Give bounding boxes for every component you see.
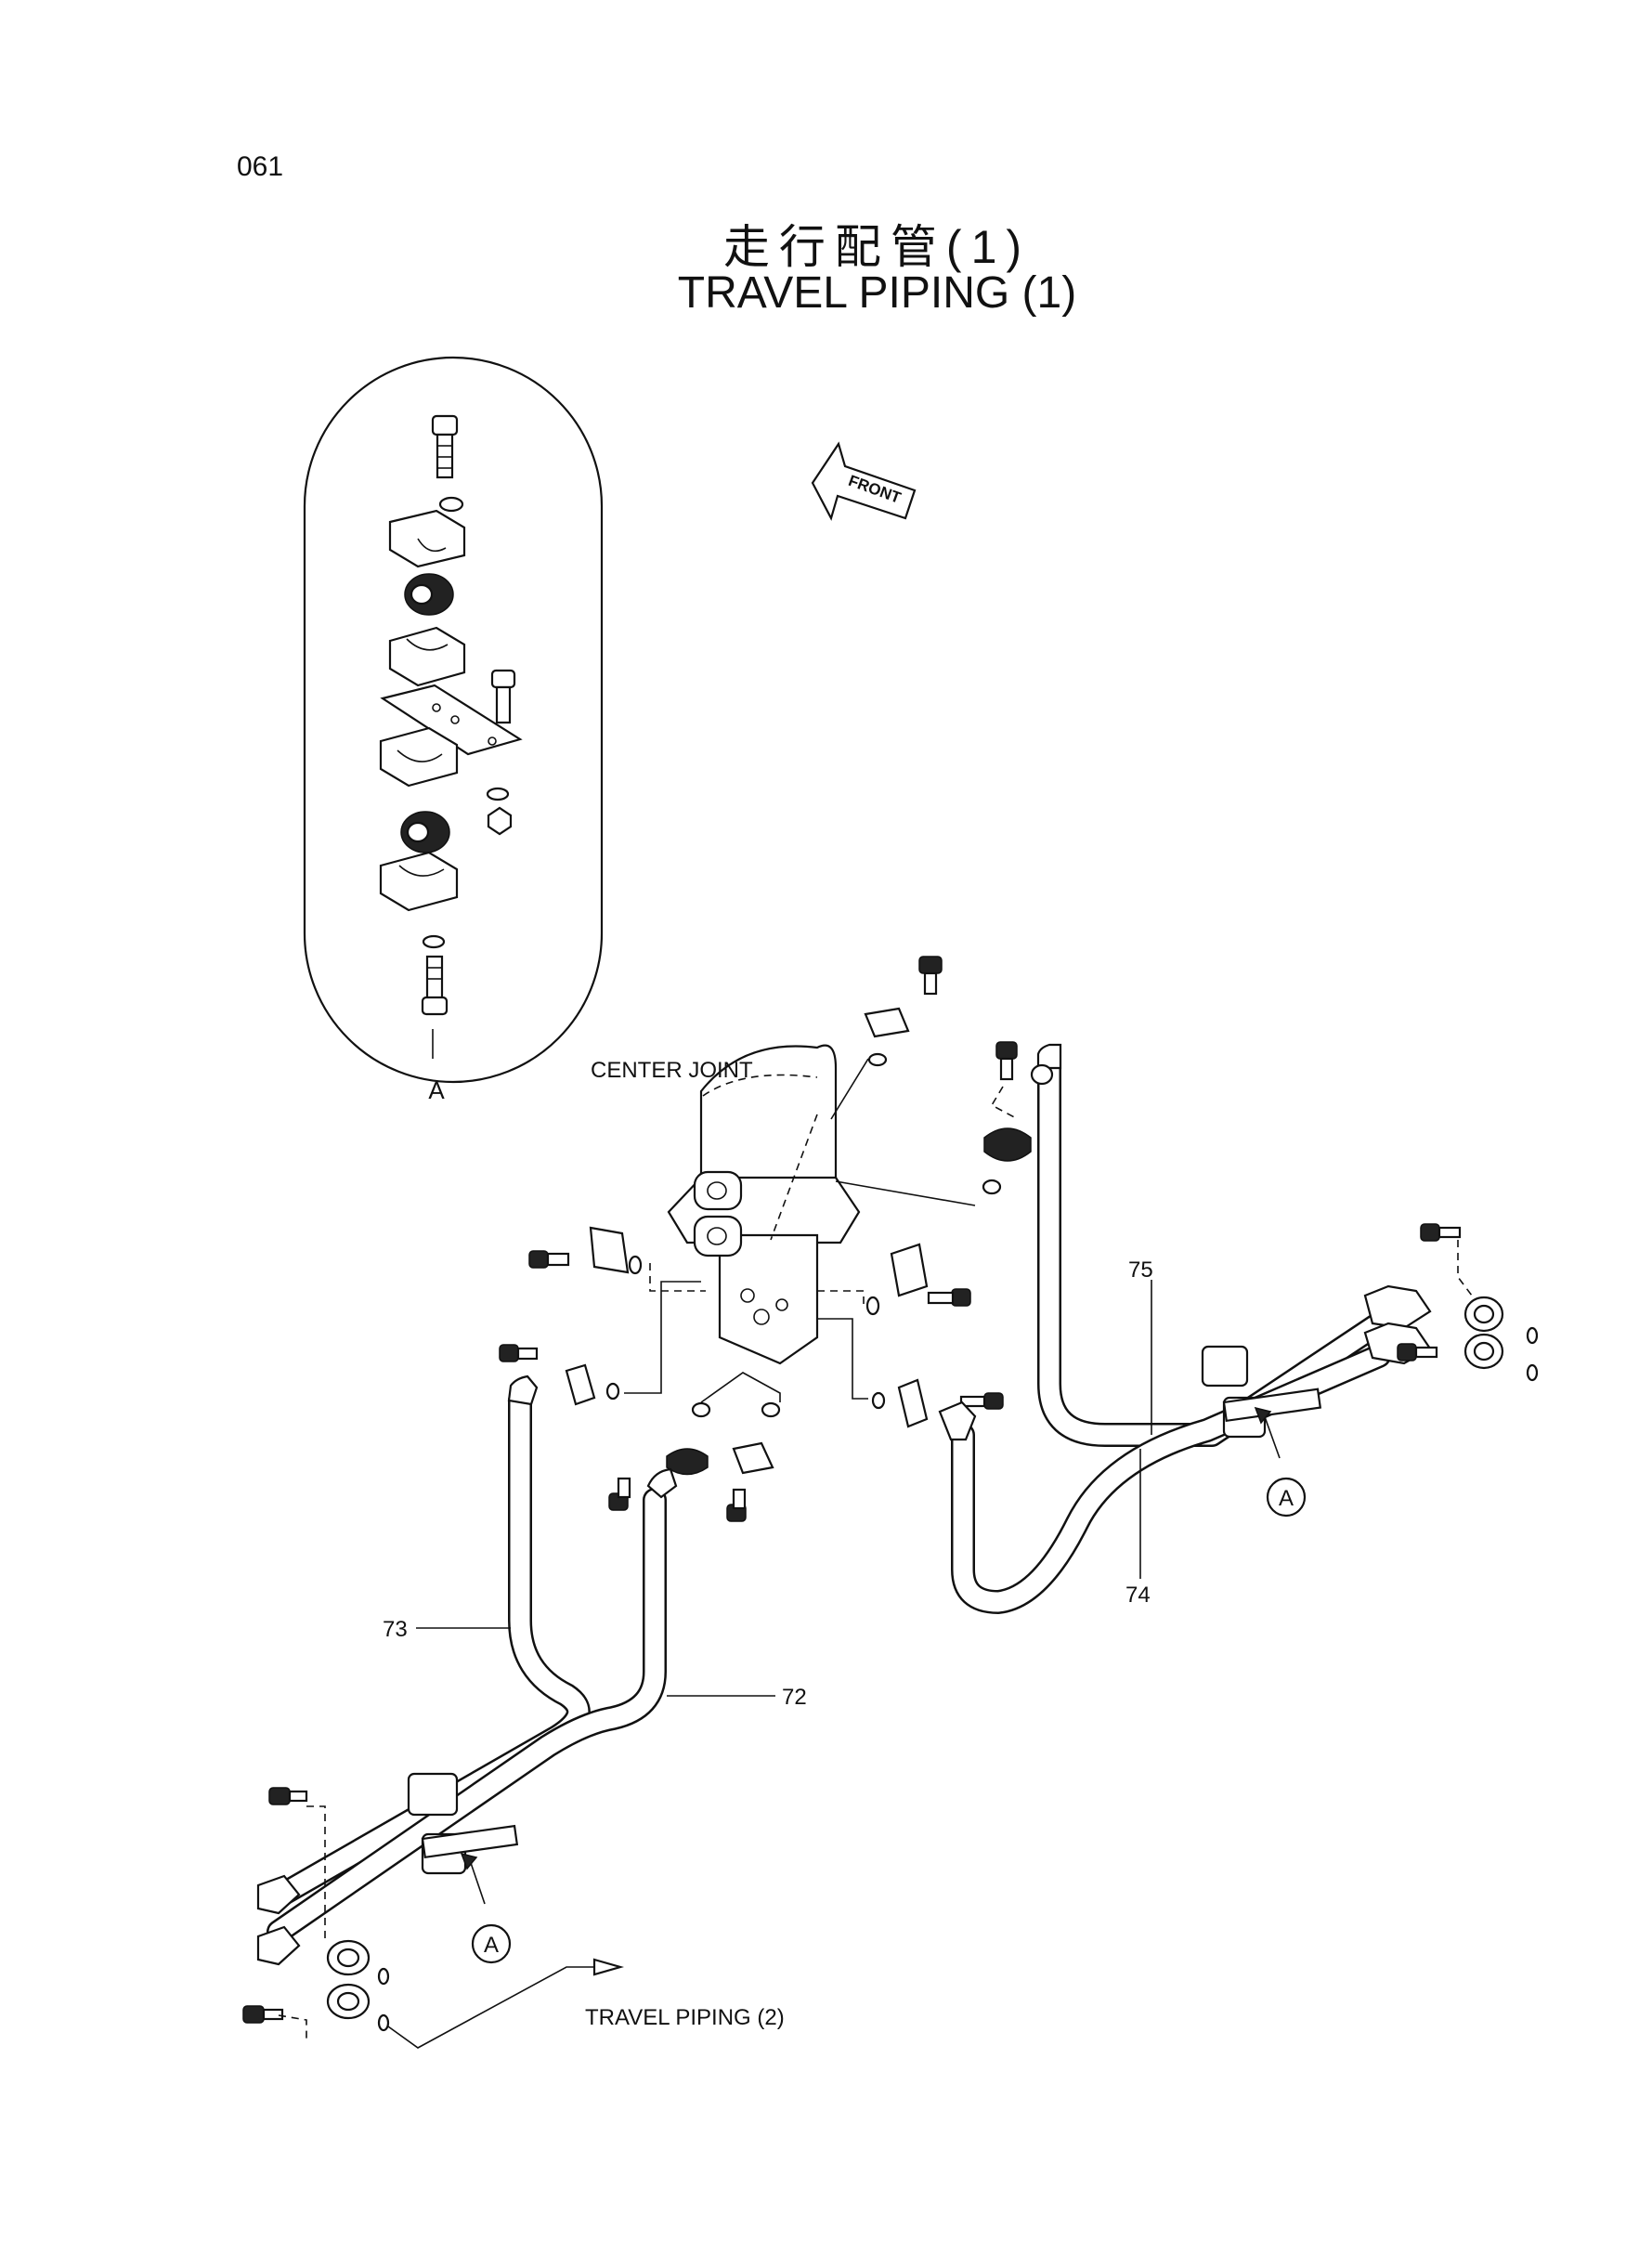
- part-number-74: 74: [1125, 1583, 1151, 1608]
- left-pipe-clamp: [407, 1772, 519, 1875]
- detail-clamp-lower: [379, 851, 459, 912]
- detail-clamp-middle-lower: [379, 726, 459, 788]
- left-flange-set: [499, 1226, 706, 1406]
- detail-bolt-bottom: [421, 955, 449, 1016]
- title-japanese: 走行配管(1): [722, 221, 1032, 273]
- callout-a-left-label: A: [484, 1933, 499, 1958]
- title-english: TRAVEL PIPING (1): [677, 268, 1077, 318]
- callout-a-right: A: [1254, 1406, 1307, 1518]
- left-end-fittings: [242, 1787, 625, 2049]
- center-joint: CENTER JOINT: [591, 1044, 976, 1365]
- detail-bolt-top: [431, 414, 459, 479]
- detail-clamp-middle-upper: [388, 626, 466, 687]
- detail-washer-bottom: [422, 934, 446, 949]
- right-pipe-clamp: [1201, 1345, 1322, 1439]
- right-flange-set: [817, 1243, 1004, 1428]
- pipe-75: [1030, 1043, 1391, 1447]
- center-joint-label: CENTER JOINT: [591, 1058, 753, 1083]
- detail-view-label: A: [428, 1076, 445, 1104]
- part-number-75: 75: [1128, 1257, 1153, 1283]
- front-direction-arrow: FRONT: [811, 441, 917, 521]
- detail-washer-lower: [486, 787, 510, 801]
- callout-a-left: A: [460, 1852, 512, 1964]
- detail-bolt-side: [490, 669, 516, 724]
- leader-72: 72: [667, 1685, 807, 1710]
- leader-74: 74: [1125, 1449, 1151, 1608]
- travel-piping-2-label: TRAVEL PIPING (2): [585, 2005, 785, 2030]
- pipe-74: [938, 1344, 1391, 1614]
- detail-grommet-lower: [400, 811, 450, 853]
- right-top-fittings: [982, 1041, 1032, 1195]
- detail-view-a: A: [303, 356, 604, 1104]
- part-number-72: 72: [782, 1685, 807, 1710]
- leader-73: 73: [383, 1617, 511, 1642]
- bottom-flange-set: [608, 1372, 781, 1522]
- callout-a-right-label: A: [1279, 1486, 1294, 1511]
- top-flange-cap: [864, 956, 943, 1067]
- right-end-fittings: [1363, 1223, 1539, 1382]
- pipe-72: [267, 1467, 678, 1944]
- page-number: 061: [237, 151, 284, 182]
- continue-arrow: [592, 1958, 625, 1976]
- detail-clamp-upper: [388, 509, 466, 568]
- detail-nut: [487, 806, 513, 836]
- detail-grommet-upper: [404, 573, 454, 616]
- detail-washer: [438, 496, 464, 513]
- part-number-73: 73: [383, 1617, 408, 1642]
- leader-75: 75: [1128, 1257, 1153, 1435]
